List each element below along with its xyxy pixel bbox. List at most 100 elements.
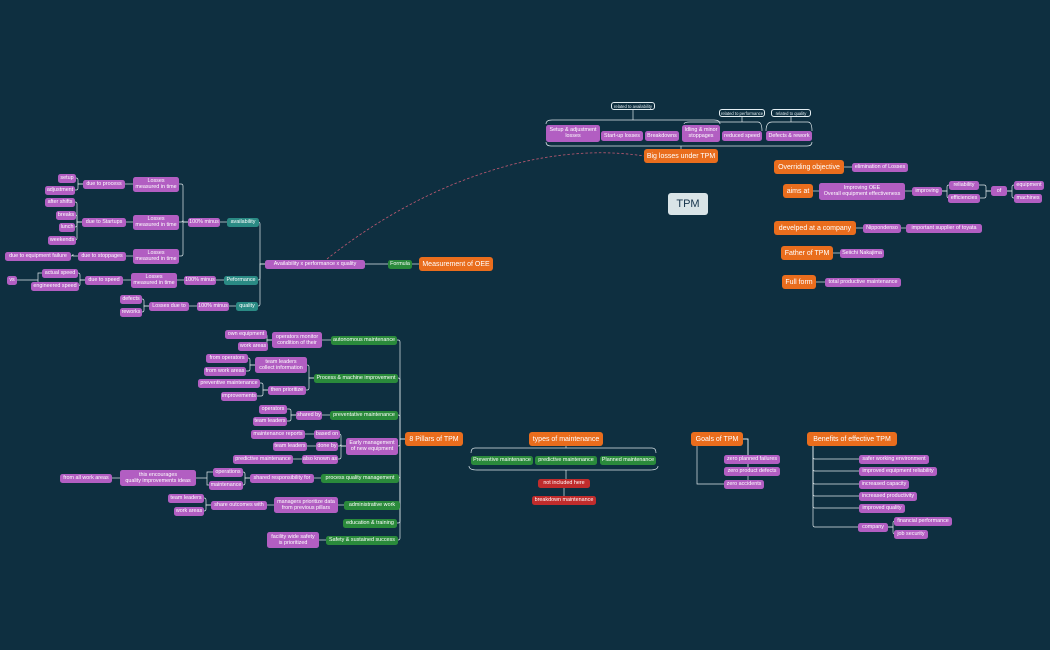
- node-financial[interactable]: financial performance: [894, 516, 952, 526]
- node-encourages[interactable]: this encourages quality improvements ide…: [120, 470, 196, 486]
- node-reliability[interactable]: reliability: [949, 180, 979, 190]
- node-goals[interactable]: Goals of TPM: [691, 432, 743, 446]
- node-vs[interactable]: vs: [7, 275, 17, 285]
- node-due-to-startups[interactable]: due to Startups: [82, 217, 126, 227]
- node-breaks[interactable]: breaks: [56, 210, 76, 220]
- node-process-quality[interactable]: process quality management: [321, 473, 399, 483]
- node-goal-1[interactable]: zero planned failures: [724, 454, 780, 464]
- node-team-leaders-3[interactable]: team leaders: [168, 493, 204, 503]
- node-performance[interactable]: Peformance: [224, 275, 258, 285]
- node-team-leaders-2[interactable]: team leaders: [273, 441, 307, 451]
- node-education[interactable]: education & training: [343, 518, 397, 528]
- node-job-security[interactable]: job security: [894, 529, 928, 539]
- node-operators-1[interactable]: operators: [259, 404, 287, 414]
- root-topic-tpm[interactable]: TPM: [668, 193, 708, 215]
- node-formula[interactable]: Formula: [388, 259, 412, 269]
- node-benefit-4[interactable]: increased productivity: [859, 491, 917, 501]
- node-loss-breakdowns[interactable]: Breakdowns: [645, 131, 679, 141]
- node-losses-time-1[interactable]: Losses measured in time: [133, 176, 179, 192]
- node-losses-ann-quality[interactable]: related to quality: [771, 109, 811, 117]
- node-also-known-as[interactable]: also known as: [302, 454, 338, 464]
- node-predictive-maint[interactable]: predictive maintenance: [233, 454, 293, 464]
- node-minus-100-p[interactable]: 100% minus: [184, 275, 216, 285]
- node-type-planned[interactable]: Planned maintenance: [600, 455, 656, 465]
- node-maintenance[interactable]: maintenance: [209, 480, 243, 490]
- node-developed-at[interactable]: develped at a company: [774, 221, 856, 235]
- node-benefit-5[interactable]: improved quality: [859, 503, 905, 513]
- node-pillars[interactable]: 8 Pillars of TPM: [405, 432, 463, 446]
- node-formula-expr[interactable]: Availability x performance x quality: [265, 259, 365, 269]
- node-due-to-stoppages[interactable]: due to stoppages: [78, 251, 126, 261]
- node-efficiencies[interactable]: efficiencies: [948, 193, 980, 203]
- node-losses-time-3[interactable]: Losses measured in time: [133, 248, 179, 264]
- node-autonomous[interactable]: autonomous maintenance: [331, 335, 397, 345]
- node-overriding-objective[interactable]: Overriding objective: [774, 160, 844, 174]
- node-goal-3[interactable]: zero accidents: [724, 479, 764, 489]
- node-benefit-1[interactable]: safer working environment: [859, 454, 929, 464]
- node-preventative-maint[interactable]: preventative maintenance: [330, 410, 398, 420]
- node-shared-by[interactable]: shared by: [296, 410, 322, 420]
- node-engineered-speed[interactable]: engineered speed: [31, 281, 79, 291]
- node-company[interactable]: company: [858, 522, 888, 532]
- node-from-work-areas[interactable]: from work areas: [204, 366, 246, 376]
- node-improving-oee[interactable]: Improving OEE Overall equipment effectiv…: [819, 182, 905, 200]
- node-shared-resp[interactable]: shared responsibility for: [250, 473, 314, 483]
- node-benefits[interactable]: Benefits of effective TPM: [807, 432, 897, 446]
- node-of[interactable]: of: [991, 186, 1007, 196]
- node-team-leaders-1[interactable]: team leaders: [253, 416, 287, 426]
- node-due-to-speed[interactable]: due to speed: [85, 275, 123, 285]
- node-defects[interactable]: defects: [120, 294, 142, 304]
- node-nippondenso[interactable]: Nippondenso: [863, 223, 901, 233]
- node-based-on[interactable]: based on: [314, 429, 340, 439]
- node-father[interactable]: Father of TPM: [781, 246, 833, 260]
- node-setup[interactable]: setup: [58, 173, 76, 183]
- node-actual-speed[interactable]: actual speed: [42, 268, 78, 278]
- node-measurement-oee[interactable]: Measurement of OEE: [419, 257, 493, 271]
- node-from-operators[interactable]: from operators: [206, 353, 248, 363]
- node-aims-at[interactable]: aims at: [783, 184, 813, 198]
- node-quality[interactable]: quality: [236, 301, 258, 311]
- node-after-shifts[interactable]: after shifts: [45, 197, 75, 207]
- node-work-areas-2[interactable]: work areas: [174, 506, 204, 516]
- node-equipment[interactable]: equipment: [1014, 180, 1044, 190]
- node-breakdown-maint[interactable]: breakdown maintenance: [532, 495, 596, 505]
- node-facility-safety[interactable]: facility wide safety is prioritized: [267, 532, 319, 548]
- node-preventive-maint[interactable]: preventive maintenance: [198, 378, 260, 388]
- node-losses-ann-availability[interactable]: related to availability: [611, 102, 655, 110]
- node-types[interactable]: types of maintenance: [529, 432, 603, 446]
- node-loss-startup[interactable]: Start-up losses: [601, 131, 643, 141]
- node-due-to-process[interactable]: due to process: [83, 179, 125, 189]
- node-weekends[interactable]: weekends: [48, 235, 76, 245]
- node-reworks[interactable]: reworks: [120, 307, 142, 317]
- node-improvements[interactable]: improvements: [221, 391, 257, 401]
- node-loss-defects[interactable]: Defects & rework: [766, 131, 812, 141]
- node-loss-idling[interactable]: Idling & minor stoppages: [682, 124, 720, 142]
- node-share-outcomes[interactable]: share outcomes with: [211, 500, 267, 510]
- node-early-mgmt[interactable]: Early management of new equipment: [346, 437, 398, 455]
- node-loss-reduced-speed[interactable]: reduced speed: [722, 131, 762, 141]
- node-elimination-losses[interactable]: elimination of Losses: [852, 162, 908, 172]
- node-operators-monitor[interactable]: operators monitor condition of their: [272, 332, 322, 348]
- node-losses-ann-performance[interactable]: related to performance: [719, 109, 765, 117]
- node-process-machine[interactable]: Process & machine improvement: [314, 373, 398, 383]
- node-benefit-3[interactable]: increased capacity: [859, 479, 909, 489]
- node-improving[interactable]: improving: [912, 186, 942, 196]
- node-minus-100-q[interactable]: 100% minus: [197, 301, 229, 311]
- node-minus-100-a[interactable]: 100% minus: [188, 217, 220, 227]
- node-from-all-work-areas[interactable]: from all work areas: [60, 473, 112, 483]
- node-maint-reports[interactable]: maintenance reports: [251, 429, 305, 439]
- node-adjustment[interactable]: adjustment: [45, 185, 75, 195]
- node-machines[interactable]: machines: [1014, 193, 1042, 203]
- node-lunch[interactable]: lunch: [59, 222, 75, 232]
- node-own-equipment[interactable]: own equipment: [225, 329, 267, 339]
- node-work-areas-1[interactable]: work areas: [238, 341, 268, 351]
- node-supplier[interactable]: important supplier of toyata: [906, 223, 982, 233]
- node-type-preventive[interactable]: Preventive maintenance: [471, 455, 533, 465]
- node-then-prioritize[interactable]: then prioritize: [268, 385, 306, 395]
- node-managers-prioritize[interactable]: managers prioritize data from previous p…: [274, 497, 338, 513]
- node-benefit-2[interactable]: improved equipment reliability: [859, 466, 937, 476]
- node-loss-setup[interactable]: Setup & adjustment losses: [546, 124, 600, 142]
- node-losses-time-4[interactable]: Losses measured in time: [131, 272, 177, 288]
- node-operations[interactable]: operations: [213, 467, 243, 477]
- node-availability[interactable]: availability: [227, 217, 259, 227]
